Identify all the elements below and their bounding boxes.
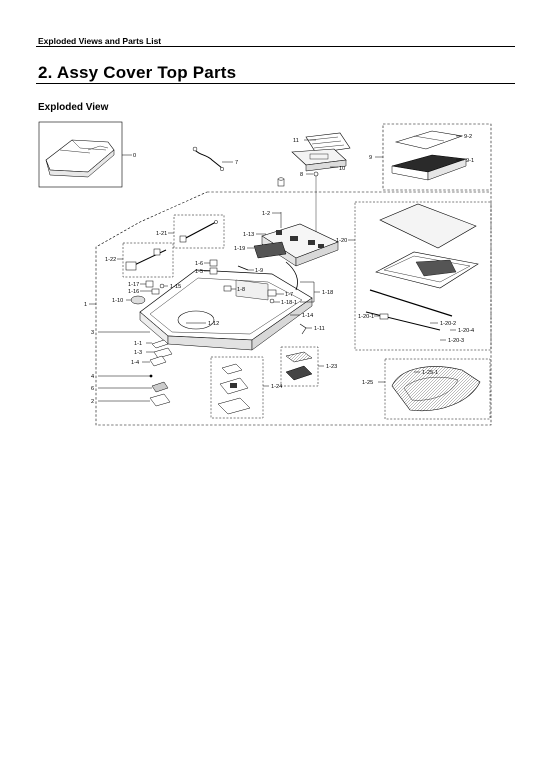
label-1-21: 1-21 <box>156 231 167 237</box>
section-header: Exploded Views and Parts List <box>38 36 162 46</box>
label-2: 2 <box>91 399 94 405</box>
label-1-12: 1-12 <box>208 321 219 327</box>
part-7-hose <box>192 146 233 172</box>
label-9-1: 9-1 <box>466 158 474 164</box>
label-1-20: 1-20 <box>336 238 347 244</box>
label-1-22: 1-22 <box>105 257 116 263</box>
label-1-4: 1-4 <box>131 360 139 366</box>
label-8: 8 <box>300 172 303 178</box>
part-1-10-cap <box>126 295 146 305</box>
part-1-23-box <box>280 346 324 387</box>
part-10-control-panel <box>291 148 347 172</box>
label-1-3: 1-3 <box>134 350 142 356</box>
part-1-8-clip <box>223 285 236 292</box>
label-1-19: 1-19 <box>234 246 245 252</box>
part-1-25-liner-box <box>378 358 491 420</box>
part-4-screw <box>98 374 153 378</box>
label-7: 7 <box>235 160 238 166</box>
part-6-clip <box>98 381 169 393</box>
part-2-bracket <box>98 393 171 407</box>
part-1-20-lid-box <box>348 201 492 351</box>
label-1-2: 1-2 <box>262 211 270 217</box>
label-11: 11 <box>293 138 299 144</box>
part-1-11-clip <box>299 323 312 335</box>
part-1-22-box <box>117 242 174 278</box>
part-1-6-1-5-valves <box>204 259 218 275</box>
label-1-7: 1-7 <box>285 292 293 298</box>
part-1-21-box <box>168 214 225 249</box>
label-1-20-1: 1-20-1 <box>358 314 374 320</box>
label-9-2: 9-2 <box>464 134 472 140</box>
part-8-screw <box>306 171 319 232</box>
subtitle: Exploded View <box>38 102 109 113</box>
label-4: 4 <box>91 374 94 380</box>
label-1-16: 1-16 <box>128 289 139 295</box>
label-10: 10 <box>339 166 345 172</box>
label-1-11: 1-11 <box>314 326 325 332</box>
label-1-9: 1-9 <box>255 268 263 274</box>
label-1-15: 1-15 <box>170 284 181 290</box>
label-1-13: 1-13 <box>243 232 254 238</box>
label-1-1: 1-1 <box>134 341 142 347</box>
label-6: 6 <box>91 386 94 392</box>
label-1-17: 1-17 <box>128 282 139 288</box>
part-1-18-harness <box>267 261 320 304</box>
label-1-20-3: 1-20-3 <box>448 338 464 344</box>
label-1-18-1: 1-18-1 <box>281 300 297 306</box>
label-1-6: 1-6 <box>195 261 203 267</box>
header-rule <box>36 46 515 47</box>
part-1-24-box <box>210 356 269 419</box>
label-3: 3 <box>91 330 94 336</box>
label-1-20-2: 1-20-2 <box>440 321 456 327</box>
part-1-top-cover-frame <box>139 269 313 351</box>
label-9: 9 <box>369 155 372 161</box>
label-1-14: 1-14 <box>302 313 313 319</box>
part-1-13-housing <box>256 212 339 267</box>
part-1-9-wire <box>237 265 254 271</box>
label-0: 0 <box>133 153 136 159</box>
part-1-19-pcb <box>247 241 287 259</box>
part-9-box <box>375 123 492 191</box>
part-0-cover-assembly <box>38 121 132 188</box>
label-1-8: 1-8 <box>237 287 245 293</box>
label-1-20-4: 1-20-4 <box>458 328 474 334</box>
label-1-25: 1-25 <box>362 380 373 386</box>
label-1-5: 1-5 <box>195 269 203 275</box>
label-1: 1 <box>84 302 87 308</box>
assembly-boundary-1 <box>95 191 492 426</box>
page-title: 2. Assy Cover Top Parts <box>38 63 237 82</box>
label-1-24: 1-24 <box>271 384 282 390</box>
part-11-panel-frame <box>304 132 351 154</box>
part-cap <box>277 177 285 187</box>
label-1-25-1: 1-25-1 <box>422 370 438 376</box>
label-1-18: 1-18 <box>322 290 333 296</box>
title-rule <box>36 83 515 84</box>
part-1-15-1-17-fittings <box>140 280 168 295</box>
label-1-10: 1-10 <box>112 298 123 304</box>
label-1-23: 1-23 <box>326 364 337 370</box>
part-1-1-1-3-1-4-brackets <box>142 339 173 367</box>
